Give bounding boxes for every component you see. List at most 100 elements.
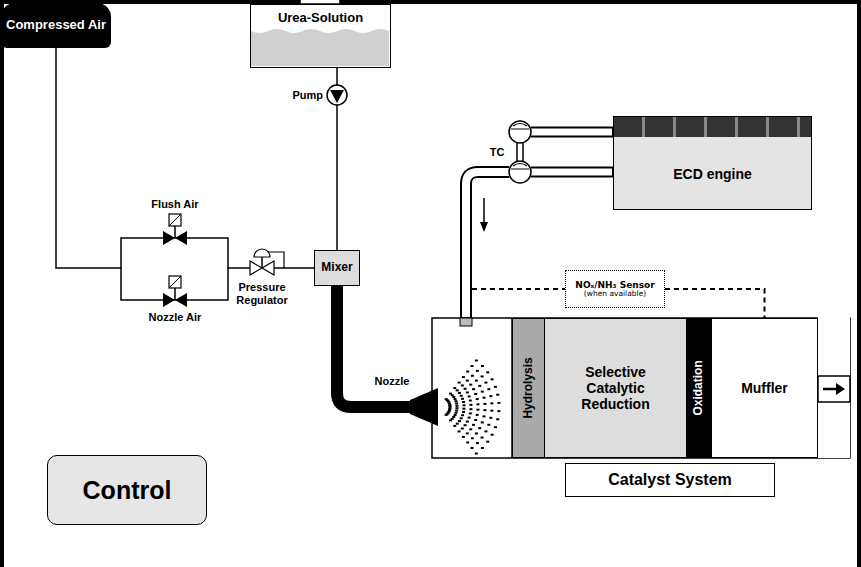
spray-dot bbox=[490, 410, 493, 412]
spray-dot bbox=[481, 375, 484, 377]
solenoid-mark bbox=[169, 276, 181, 288]
spray-pattern bbox=[445, 360, 501, 455]
spray-dot bbox=[471, 437, 474, 439]
spray-dot bbox=[462, 411, 465, 413]
spray-dot bbox=[464, 388, 467, 390]
node-label: Compressed Air bbox=[6, 18, 106, 33]
control-box: Control bbox=[47, 455, 207, 525]
flow-arrowhead bbox=[480, 222, 488, 232]
housing-gap bbox=[818, 317, 850, 320]
spray-dot bbox=[460, 417, 463, 419]
spray-dot bbox=[455, 410, 458, 412]
spray-dot bbox=[452, 396, 455, 398]
engine-cylinder-bank bbox=[614, 117, 811, 137]
hydrolysis-stage: Hydrolysis bbox=[512, 318, 545, 458]
air-supply: Compressed Air bbox=[1, 3, 111, 48]
spray-dot bbox=[462, 376, 465, 378]
spray-dot bbox=[464, 424, 467, 426]
outlet-arrowhead bbox=[836, 383, 845, 395]
spray-dot bbox=[454, 414, 457, 416]
sensor-signal-line bbox=[665, 289, 765, 318]
spray-dot bbox=[476, 414, 479, 416]
spray-dot bbox=[471, 447, 474, 449]
spray-dot bbox=[454, 398, 457, 400]
node-label: Muffler bbox=[741, 380, 788, 396]
regulator-feedback bbox=[268, 252, 284, 268]
spray-dot bbox=[471, 375, 474, 377]
spray-dot bbox=[469, 384, 472, 386]
spray-dot bbox=[481, 391, 484, 393]
spray-dot bbox=[458, 430, 461, 432]
spray-dot bbox=[483, 397, 486, 399]
spray-dot bbox=[469, 412, 472, 414]
spray-dot bbox=[475, 452, 478, 454]
spray-dot bbox=[483, 403, 486, 405]
nozzle-symbol bbox=[410, 388, 438, 426]
spray-dot bbox=[486, 441, 489, 443]
oxidation-stage: Oxidation bbox=[686, 318, 712, 458]
spray-dot bbox=[481, 437, 484, 439]
node-label: Urea-Solution bbox=[278, 11, 363, 26]
node-label: NOₓ/NH₃ Sensor bbox=[575, 280, 654, 290]
turbo-blades bbox=[511, 124, 529, 170]
valve-stem bbox=[174, 288, 176, 300]
spray-dot bbox=[471, 365, 474, 367]
sensor-line bbox=[472, 288, 565, 290]
spray-dot bbox=[462, 401, 465, 403]
node-label: ECD engine bbox=[673, 166, 753, 182]
urea-tank: Urea-Solution bbox=[250, 4, 391, 68]
nozzle-line bbox=[337, 286, 412, 407]
engine-pipe bbox=[531, 132, 614, 172]
outlet-box bbox=[818, 376, 850, 402]
spray-dot bbox=[496, 394, 499, 396]
valve-stem bbox=[174, 226, 176, 238]
spray-dot bbox=[468, 417, 471, 419]
spray-dot bbox=[461, 384, 464, 386]
spray-dot bbox=[484, 382, 487, 384]
spray-dot bbox=[486, 371, 489, 373]
spray-dot bbox=[475, 360, 478, 362]
node-label: Control bbox=[83, 476, 172, 505]
spray-dot bbox=[481, 447, 484, 449]
spray-dot bbox=[455, 402, 458, 404]
spray-dot bbox=[453, 387, 456, 389]
liquid-surface bbox=[251, 29, 389, 66]
spray-dot bbox=[466, 421, 469, 423]
spray-dot bbox=[469, 404, 472, 406]
spray-dot bbox=[472, 424, 475, 426]
system-label-box: Catalyst System bbox=[565, 463, 775, 497]
spray-dot bbox=[455, 407, 458, 409]
spray-dot bbox=[466, 371, 469, 373]
spray-dot bbox=[456, 423, 459, 425]
spray-dot bbox=[466, 380, 469, 382]
spray-dot bbox=[458, 382, 461, 384]
outlet-arrow bbox=[823, 388, 838, 391]
spray-dot bbox=[469, 428, 472, 430]
spray-dot bbox=[466, 432, 469, 434]
pipe-inlet bbox=[460, 318, 472, 326]
muffler-stage: Muffler bbox=[711, 318, 818, 458]
spray-dot bbox=[454, 400, 457, 402]
spray-dot bbox=[462, 404, 465, 406]
spray-dot bbox=[466, 441, 469, 443]
valve-label: Flush Air bbox=[151, 198, 198, 211]
node-label: Oxidation bbox=[692, 360, 706, 415]
valve-label: Nozzle Air bbox=[149, 311, 202, 324]
exhaust-pipe-inner bbox=[466, 172, 509, 317]
spray-dot bbox=[491, 434, 494, 436]
spray-dot bbox=[476, 409, 479, 411]
scr-stage: Selective Catalytic Reduction bbox=[544, 318, 687, 458]
pump-symbol bbox=[327, 85, 347, 105]
turbo-turbine bbox=[509, 161, 531, 183]
spray-dot bbox=[483, 409, 486, 411]
sensor-box: NOₓ/NH₃ Sensor(when available) bbox=[565, 270, 665, 308]
node-label: Hydrolysis bbox=[522, 357, 536, 418]
mixer-box: Mixer bbox=[314, 250, 360, 286]
spray-dot bbox=[474, 419, 477, 421]
spray-dot bbox=[451, 394, 454, 396]
part-label: TC bbox=[490, 146, 505, 159]
spray-dot bbox=[452, 416, 455, 418]
spray-dot bbox=[487, 388, 490, 390]
spray-dot bbox=[461, 398, 464, 400]
